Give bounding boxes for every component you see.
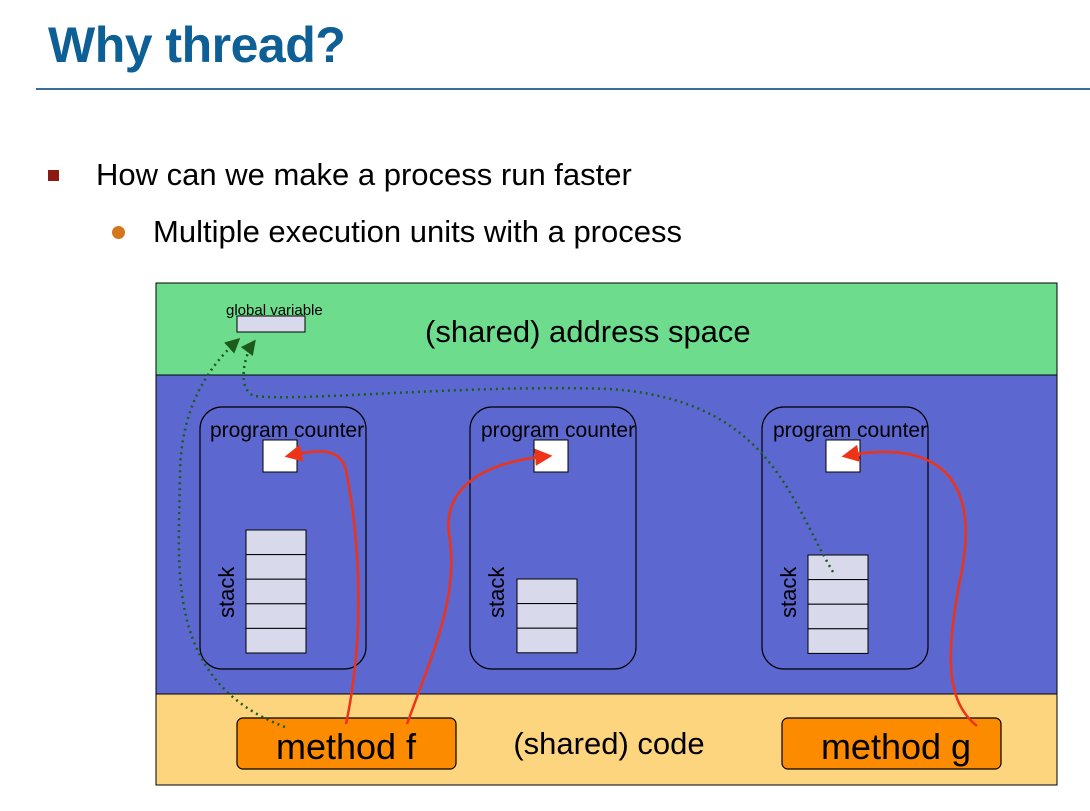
program-counter-box [825,439,861,473]
stack-cell [245,627,307,654]
stack-label: stack [484,566,509,618]
thread-1: program counter stack [199,406,367,670]
bullet-item-2: Multiple execution units with a process [112,212,682,252]
stack-cell [245,578,307,605]
stack-cells [245,529,307,654]
method-g-label: method g [821,726,971,767]
shared-code-label: (shared) code [513,726,704,761]
stack-cell [516,603,578,629]
stack-cell [245,529,307,556]
stack-cell [516,627,578,654]
pc-arrow-thread-1 [284,444,360,725]
stack-cell [245,554,307,580]
stack-cell [516,578,578,605]
stack-cell [807,554,869,581]
bullet-item-1: How can we make a process run faster [48,155,632,195]
stack-cell [807,603,869,630]
address-space-region [155,282,1058,376]
program-counter-label: program counter [773,419,927,442]
program-counter-label: program counter [481,419,635,442]
thread-box [199,406,367,670]
stack-cell [807,579,869,605]
thread-box [761,406,929,670]
method-f-label: method f [276,726,417,767]
bullet-text: How can we make a process run faster [96,157,632,192]
stack-cells [807,554,869,654]
round-bullet-icon [112,225,125,239]
pc-arrow-thread-3 [841,444,978,727]
thread-2: program counter stack [469,406,637,670]
pc-arrow-thread-2 [405,448,553,725]
stack-label: stack [214,566,239,618]
square-bullet-icon [48,169,59,181]
global-variable-label: global variable [226,302,323,319]
stack-cell [245,603,307,629]
sub-bullet-text: Multiple execution units with a process [153,214,682,249]
global-variable-box [236,315,306,333]
stack-cell [807,628,869,654]
program-counter-label: program counter [210,419,364,442]
thread-box [469,406,637,670]
global-access-arrow-thread-3 [240,339,835,573]
method-g-box [781,717,1002,770]
address-space-label: (shared) address space [425,314,751,349]
thread-3: program counter stack [761,406,929,670]
stack-label: stack [776,566,801,618]
title-divider [36,88,1090,90]
stack-cells [516,578,578,654]
slide-title: Why thread? [48,17,346,73]
global-access-arrow-method-f [177,337,286,729]
